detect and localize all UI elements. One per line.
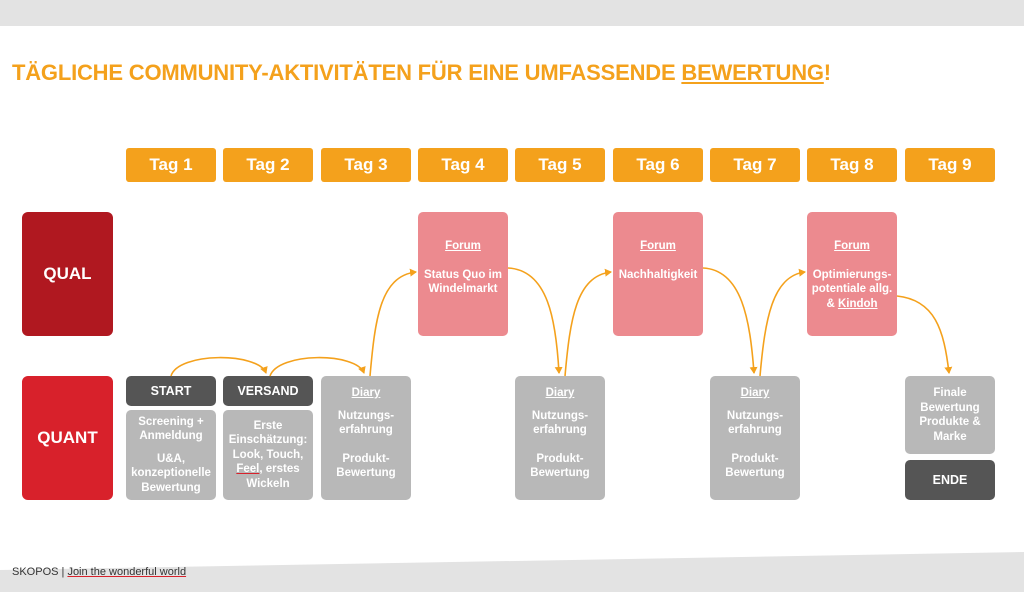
top-band bbox=[0, 0, 1024, 26]
final-text: Produkte & bbox=[919, 416, 981, 428]
diary-text: Nutzungs- bbox=[726, 409, 784, 422]
versand-text: Look, Touch, bbox=[232, 448, 304, 461]
versand-box: Erste Einschätzung: Look, Touch, Feel, e… bbox=[223, 410, 313, 500]
forum-text: Status Quo im bbox=[424, 268, 502, 281]
start-text: Anmeldung bbox=[139, 430, 203, 443]
diary-text: Produkt- bbox=[342, 452, 390, 465]
title-suffix: ! bbox=[823, 60, 831, 85]
day-header-2: Tag 2 bbox=[223, 148, 313, 182]
end-box: ENDE bbox=[905, 460, 995, 500]
final-box: Finale Bewertung Produkte & Marke bbox=[905, 376, 995, 454]
forum-text: Windelmarkt bbox=[428, 283, 498, 295]
day-header-4: Tag 4 bbox=[418, 148, 508, 182]
diary-text: erfahrung bbox=[728, 424, 782, 436]
versand-text: Einschätzung: bbox=[228, 434, 308, 447]
title-main: TÄGLICHE COMMUNITY-AKTIVITÄTEN FÜR EINE … bbox=[12, 60, 682, 85]
forum-title: Forum bbox=[640, 240, 676, 252]
footer-brand: SKOPOS | bbox=[12, 566, 68, 578]
arrow-diary5-to-forum6 bbox=[564, 268, 612, 377]
forum-text: potentiale allg. bbox=[811, 283, 893, 295]
title-emphasis: BEWERTUNG bbox=[681, 60, 824, 85]
final-text: Marke bbox=[933, 430, 967, 443]
day-header-6: Tag 6 bbox=[613, 148, 703, 182]
diary-title: Diary bbox=[740, 387, 770, 399]
day-header-8: Tag 8 bbox=[807, 148, 897, 182]
diary-text: Bewertung bbox=[336, 467, 396, 479]
arrow-diary3-to-forum4 bbox=[369, 268, 417, 377]
forum-text: & bbox=[826, 297, 838, 310]
final-text: Finale bbox=[933, 387, 967, 399]
diary-box-day3: Diary Nutzungs- erfahrung Produkt- Bewer… bbox=[321, 376, 411, 500]
arrow-forum4-to-diary5 bbox=[507, 267, 563, 374]
forum-text-kindoh: Kindoh bbox=[837, 297, 878, 310]
arrow-forum8-to-final bbox=[896, 295, 953, 374]
arrow-versand-to-diary3 bbox=[269, 356, 366, 377]
start-header: START bbox=[126, 376, 216, 406]
forum-box-day6: Forum Nachhaltigkeit bbox=[613, 212, 703, 336]
forum-box-day4: Forum Status Quo im Windelmarkt bbox=[418, 212, 508, 336]
diary-text: Nutzungs- bbox=[531, 409, 589, 422]
forum-title: Forum bbox=[834, 240, 870, 252]
day-header-1: Tag 1 bbox=[126, 148, 216, 182]
diary-title: Diary bbox=[351, 387, 381, 399]
diary-text: erfahrung bbox=[339, 424, 393, 436]
start-text: konzeptionelle bbox=[131, 467, 211, 480]
day-header-3: Tag 3 bbox=[321, 148, 411, 182]
day-header-9: Tag 9 bbox=[905, 148, 995, 182]
page-title: TÄGLICHE COMMUNITY-AKTIVITÄTEN FÜR EINE … bbox=[12, 60, 831, 86]
versand-text: Wickeln bbox=[246, 477, 290, 490]
diary-text: Bewertung bbox=[530, 467, 590, 479]
final-text: Bewertung bbox=[920, 401, 980, 414]
diary-text: Produkt- bbox=[731, 452, 779, 465]
start-box: Screening + Anmeldung U&A, konzeptionell… bbox=[126, 410, 216, 500]
start-text: Screening + bbox=[138, 415, 204, 428]
versand-text: , erstes bbox=[259, 463, 300, 476]
diary-box-day7: Diary Nutzungs- erfahrung Produkt- Bewer… bbox=[710, 376, 800, 500]
arrow-forum6-to-diary7 bbox=[702, 267, 758, 374]
day-header-5: Tag 5 bbox=[515, 148, 605, 182]
forum-title: Forum bbox=[445, 240, 481, 252]
footer-link[interactable]: Join the wonderful world bbox=[67, 566, 187, 578]
start-text: U&A, bbox=[156, 452, 186, 465]
row-label-quant: QUANT bbox=[22, 376, 113, 500]
start-text: Bewertung bbox=[141, 481, 201, 494]
day-header-7: Tag 7 bbox=[710, 148, 800, 182]
versand-header: VERSAND bbox=[223, 376, 313, 406]
diary-text: Bewertung bbox=[725, 467, 785, 479]
footer: SKOPOS | Join the wonderful world bbox=[12, 566, 186, 578]
diary-box-day5: Diary Nutzungs- erfahrung Produkt- Bewer… bbox=[515, 376, 605, 500]
row-label-qual: QUAL bbox=[22, 212, 113, 336]
versand-text-feel: Feel bbox=[236, 463, 260, 476]
forum-text: Optimierungs- bbox=[812, 268, 892, 281]
arrow-start-to-versand bbox=[170, 356, 268, 377]
diary-text: Nutzungs- bbox=[337, 409, 395, 422]
versand-text: Erste bbox=[253, 419, 283, 432]
diary-text: erfahrung bbox=[533, 424, 587, 436]
diary-title: Diary bbox=[545, 387, 575, 399]
forum-box-day8: Forum Optimierungs- potentiale allg. & K… bbox=[807, 212, 897, 336]
forum-text: Nachhaltigkeit bbox=[618, 268, 698, 281]
diary-text: Produkt- bbox=[536, 452, 584, 465]
arrow-diary7-to-forum8 bbox=[759, 268, 806, 377]
